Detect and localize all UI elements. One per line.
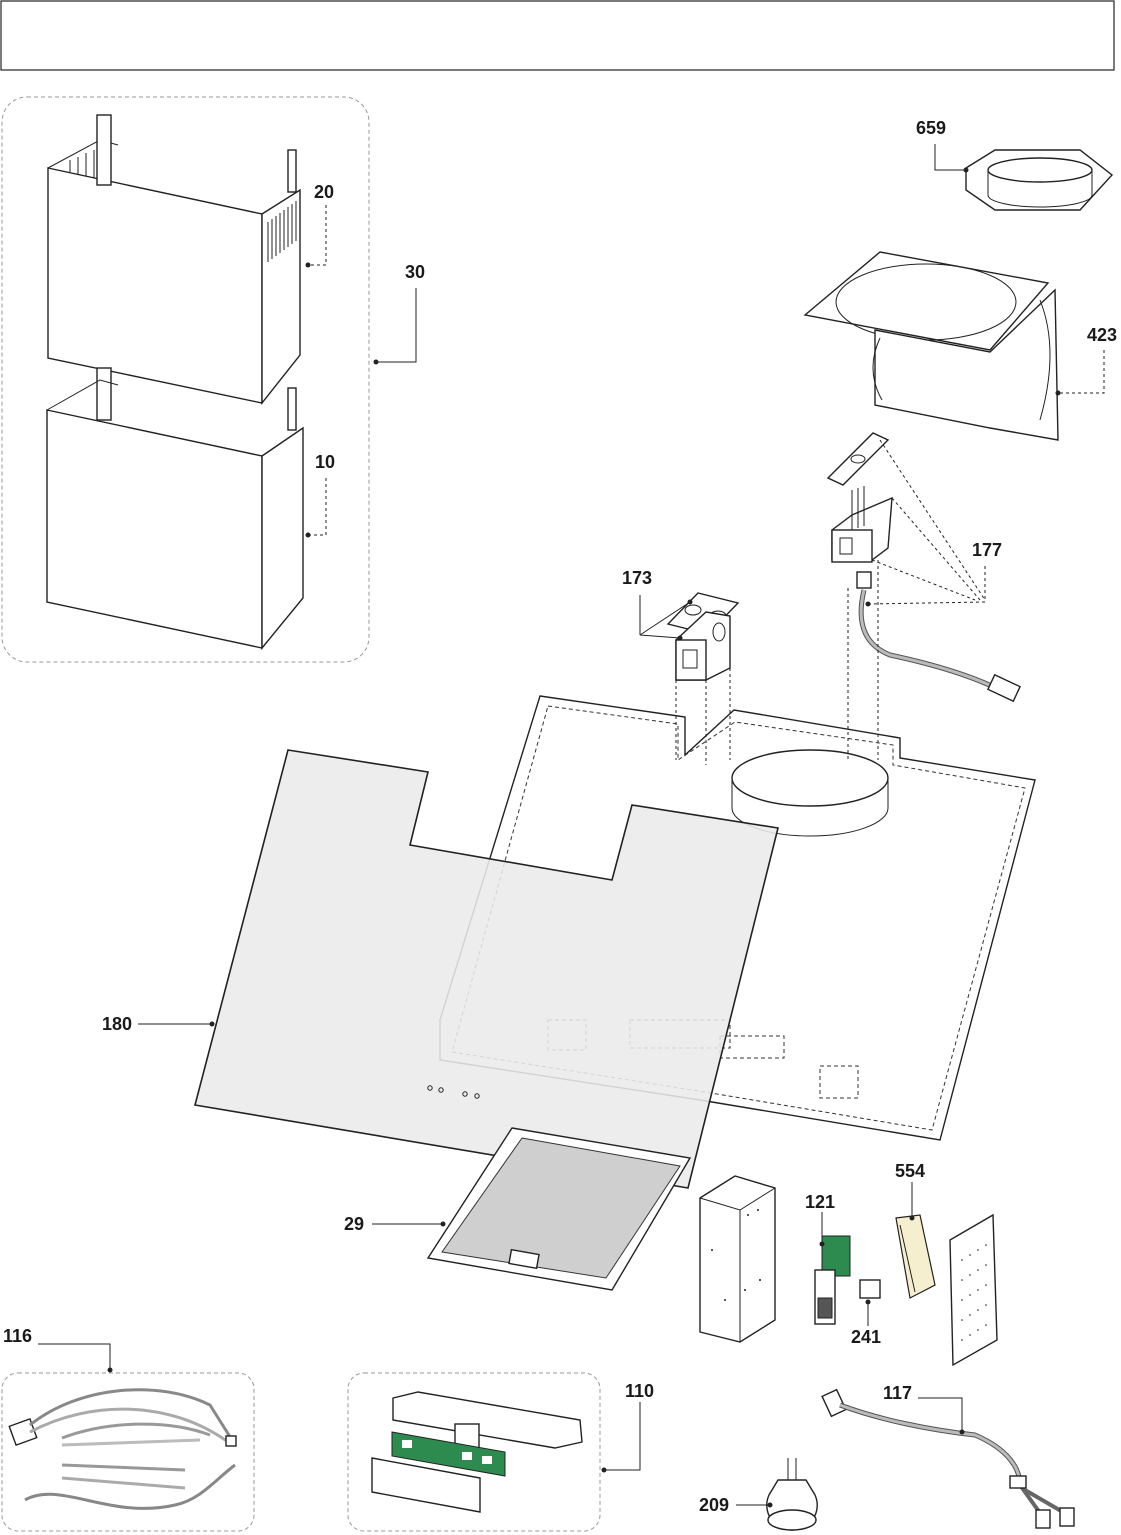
part-label-241: 241 — [851, 1327, 881, 1347]
part-label-209: 209 — [699, 1495, 729, 1515]
part-label-121: 121 — [805, 1192, 835, 1212]
glass-panel[interactable] — [195, 750, 778, 1188]
grease-filter[interactable] — [428, 1128, 690, 1290]
halogen-lamp[interactable] — [767, 1458, 817, 1530]
part-label-180: 180 — [102, 1014, 132, 1034]
lower-chimney-cover[interactable] — [47, 368, 303, 648]
part-label-116: 116 — [3, 1326, 32, 1346]
part-label-117: 117 — [883, 1383, 912, 1403]
part-label-29: 29 — [344, 1214, 364, 1234]
part-label-659: 659 — [916, 118, 946, 138]
part-label-177: 177 — [972, 540, 1002, 560]
part-label-20: 20 — [314, 182, 334, 202]
small-connector[interactable] — [860, 1280, 880, 1298]
wiring-harness[interactable] — [9, 1390, 236, 1509]
lamp-cable[interactable] — [822, 1390, 1074, 1528]
air-outlet-flange[interactable] — [966, 150, 1112, 210]
terminal-block[interactable] — [815, 1236, 850, 1324]
motor-housing[interactable] — [805, 252, 1058, 440]
part-label-423: 423 — [1087, 325, 1117, 345]
part-label-10: 10 — [315, 452, 335, 472]
part-label-173: 173 — [622, 568, 652, 588]
part-label-110: 110 — [625, 1381, 654, 1401]
switch-box-assembly[interactable] — [828, 433, 1020, 701]
upper-chimney-cover[interactable] — [48, 115, 300, 403]
part-label-554: 554 — [895, 1161, 925, 1181]
header-box — [1, 1, 1114, 70]
electronics-box[interactable] — [700, 1176, 775, 1342]
perforated-cover[interactable] — [950, 1215, 997, 1365]
capacitor[interactable] — [896, 1215, 935, 1298]
part-label-30: 30 — [405, 262, 425, 282]
control-panel-assembly[interactable] — [372, 1392, 582, 1512]
